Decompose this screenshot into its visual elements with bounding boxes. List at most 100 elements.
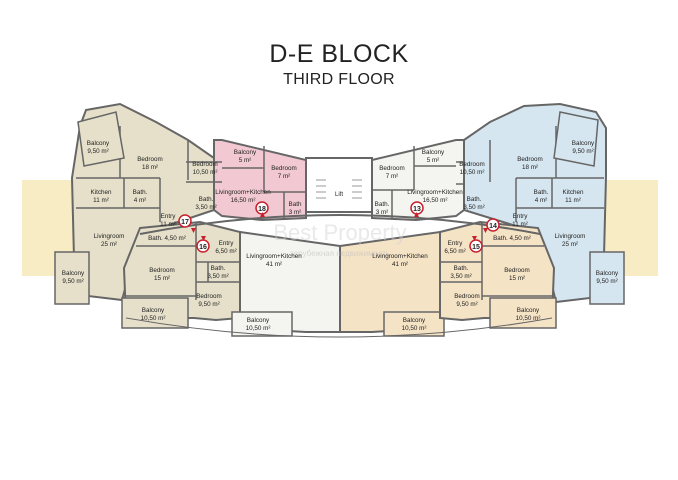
room-name-u14-balcony-bottom: Balcony [596,270,619,277]
room-name-u15-living: Livingroom+Kitchen [372,253,428,260]
room-area-u15-bedroom: 9,50 m² [456,301,477,308]
room-name-u18-balcony: Balcony [234,149,257,156]
room-area-u14-bath: 4 m² [535,197,548,204]
lift-label: Lift [335,192,343,198]
room-name-u15-balcony-b: Balcony [517,307,540,314]
unit-14-balcony-bottom[interactable] [589,251,625,305]
room-area-u16-entry: 6,50 m² [215,248,236,255]
room-area-u16-bedroom-b: 9,50 m² [198,301,219,308]
unit-15-balcony[interactable] [383,311,445,337]
facade-curve [125,317,553,338]
room-area-u16-living: 41 m² [266,261,282,268]
unit-marker-14[interactable] [486,218,500,232]
room-area-u14-living: 25 m² [562,241,578,248]
unit-number-17: 17 [181,219,189,226]
room-area-u13-bedroom: 7 m² [386,173,399,180]
unit-number-18: 18 [258,206,266,213]
room-area-u15-entry: 6,50 m² [444,248,465,255]
room-area-u14-bedroom: 18 m² [522,164,538,171]
entry-marker-icon [191,228,196,233]
room-area-u14-balcony-bottom: 9,50 m² [596,278,617,285]
unit-marker-15[interactable] [469,239,483,253]
room-name-u17-kitchen: Kitchen [90,189,112,196]
room-area-u13-bedroom-b: 10,50 m² [460,169,485,176]
room-area-u17-balcony-top: 9,50 m² [87,148,108,155]
room-area-u15-balcony: 10,50 m² [402,325,427,332]
unit-13-zone[interactable] [371,139,465,222]
room-name-u15-entry: Entry [448,240,464,247]
unit-18-zone[interactable] [213,139,307,222]
room-area-u18-living: 16,50 m² [231,197,256,204]
room-name-u13-bedroom-b: Bedroom [459,161,485,168]
room-name-u16-balcony: Balcony [142,307,165,314]
room-name-u13-bath-b: Bath. [467,196,482,203]
room-area-u18-balcony: 5 m² [239,157,252,164]
room-name-u13-bath: Bath. [375,201,390,208]
room-name-u15-bedroom-b: Bedroom [504,267,530,274]
unit-16-balcony-b[interactable] [231,311,293,337]
room-name-u16-entry: Entry [219,240,235,247]
room-name-u17-bedroom: Bedroom [137,156,163,163]
room-area-u13-balcony: 5 m² [427,157,440,164]
room-name-u14-living: Livingroom [555,233,586,240]
room-name-u15-bedroom: Bedroom [454,293,480,300]
room-name-u16-living: Livingroom+Kitchen [246,253,302,260]
watermark: Best Property [273,220,406,245]
room-name-u18-bath: Bath. [199,196,214,203]
room-area-u16-balcony: 10,50 m² [141,315,166,322]
room-area-u15-bedroom-b: 15 m² [509,275,525,282]
entry-marker-icon [201,236,206,241]
page-title: D-E BLOCK [269,40,409,68]
room-name-u18-bedroom-b: Bedroom [271,165,297,172]
room-area-u17-bedroom: 18 m² [142,164,158,171]
room-name-u15-balcony: Balcony [403,317,426,324]
room-name-u18-bedroom-a: Bedroom [192,161,218,168]
room-name-u13-balcony: Balcony [422,149,445,156]
room-name-u14-bedroom: Bedroom [517,156,543,163]
unit-14-balcony-top[interactable] [553,111,599,167]
room-name-u18-living: Livingroom+Kitchen [215,189,271,196]
room-name-u14-entry: Entry [513,213,529,220]
room-name-u16-bath-b: Bath. [211,265,226,272]
room-area-u13-bath: 3 m² [376,209,389,216]
room-area-u16-bath-b: 3,50 m² [207,273,228,280]
room-area-u15-bath: 3,50 m² [450,273,471,280]
room-area-u17-bath: 4 m² [134,197,147,204]
room-area-u13-living: 16,50 m² [423,197,448,204]
unit-17-balcony-top[interactable] [77,111,125,167]
entry-marker-icon [472,236,477,241]
room-area-u14-kitchen: 11 m² [565,197,581,204]
room-name-u14-balcony-top: Balcony [572,140,595,147]
room-name-u17-bath: Bath. [133,189,148,196]
entry-marker-icon [260,212,265,217]
entry-marker-icon [414,212,419,217]
room-area-u14-entry: 11 m² [512,221,528,228]
room-name-u17-entry: Entry [161,213,177,220]
unit-17-balcony-bottom[interactable] [54,251,90,305]
room-name-u15-bath-b: Bath. 4,50 m² [493,235,531,242]
room-name-u17-balcony-top: Balcony [87,140,110,147]
room-name-u13-living: Livingroom+Kitchen [407,189,463,196]
room-area-u15-balcony-b: 10,50 m² [516,315,541,322]
room-name-u18-bath-b: Bath [289,201,302,208]
room-area-u16-bedroom: 15 m² [154,275,170,282]
room-area-u18-bath: 3,50 m² [195,204,216,211]
room-area-u17-living: 25 m² [101,241,117,248]
room-area-u13-bath-b: 3,50 m² [463,204,484,211]
page-subtitle: THIRD FLOOR [283,71,395,88]
unit-number-14: 14 [489,223,497,230]
corridor-wall [139,214,541,235]
unit-markers: 17 18 16 15 13 14 [178,201,500,253]
room-name-u17-living: Livingroom [94,233,125,240]
room-name-u17-balcony-bottom: Balcony [62,270,85,277]
watermark-subtext: зарубежная недвижимость [290,249,390,258]
room-name-u15-bath: Bath. [454,265,469,272]
room-area-u17-balcony-bottom: 9,50 m² [62,278,83,285]
room-name-u16-balcony-b: Balcony [247,317,270,324]
unit-marker-17[interactable] [178,214,192,228]
room-area-u14-balcony-top: 9,50 m² [572,148,593,155]
room-name-u16-bedroom: Bedroom [149,267,175,274]
room-name-u14-kitchen: Kitchen [562,189,584,196]
